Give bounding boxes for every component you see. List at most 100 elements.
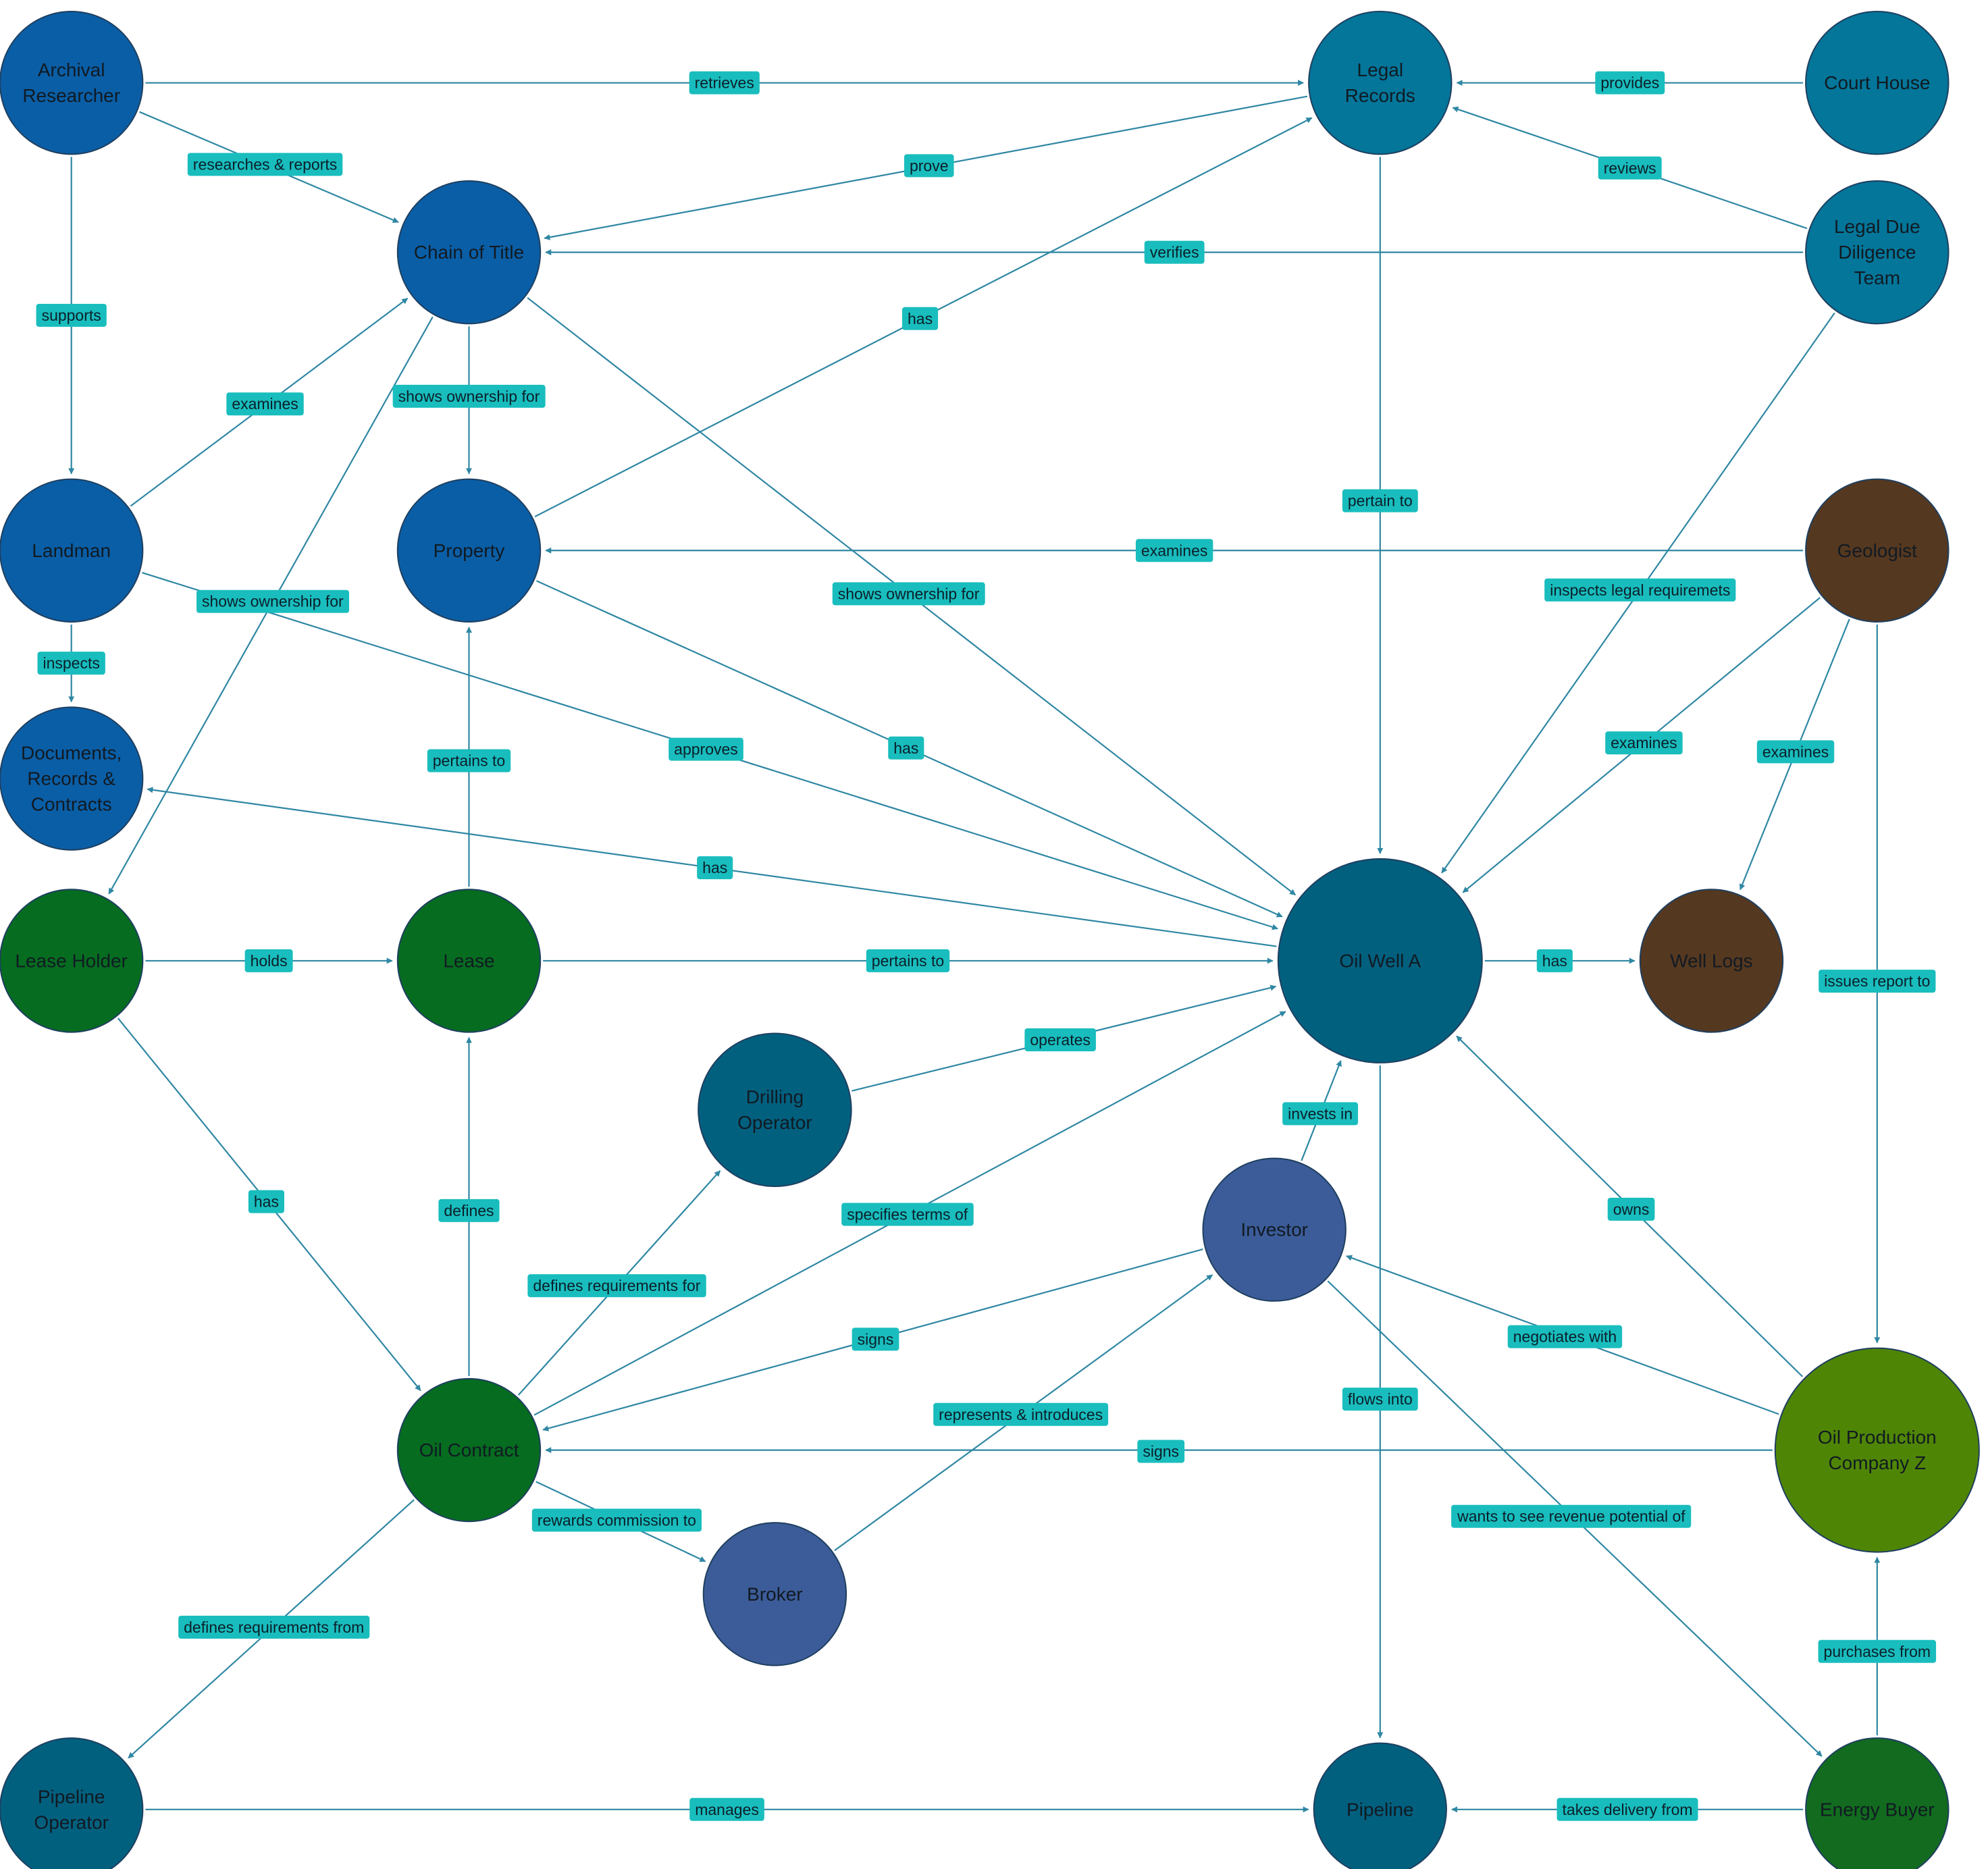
edge-label-has: has (1536, 949, 1573, 972)
edge-label-shows-ownership-for: shows ownership for (392, 384, 546, 408)
edge-label-text: owns (1613, 1201, 1650, 1218)
node-circle (1805, 180, 1950, 325)
edge-label-text: verifies (1150, 244, 1199, 261)
edge-label-holds: holds (244, 949, 293, 972)
node-label: Documents, (21, 743, 122, 764)
edge-label-background (392, 384, 546, 408)
node-lease-holder: Lease Holder (0, 889, 144, 1033)
edge-label-background (697, 856, 733, 880)
edge-label-background (1557, 1797, 1698, 1821)
edge-label-background (1144, 240, 1205, 264)
edge-label-text: invests in (1288, 1105, 1353, 1122)
node-circle (698, 1032, 852, 1187)
node-circle (396, 1377, 542, 1523)
edge-label-has: has (901, 307, 939, 330)
edge-label-background (901, 307, 939, 330)
node-circle (1774, 1347, 1980, 1553)
edge-label-inspects: inspects (37, 652, 105, 675)
edge-label-text: examines (1141, 542, 1207, 559)
edge-label-background (1598, 156, 1662, 180)
node-chain: Chain of Title (396, 180, 542, 325)
edge-label-text: approves (674, 741, 738, 758)
edge-label-has: has (248, 1190, 284, 1213)
edge-label-reviews: reviews (1598, 156, 1662, 180)
edge-label-owns: owns (1607, 1197, 1655, 1221)
node-label: Team (1854, 267, 1900, 288)
node-circle (0, 478, 144, 623)
edge-label-pertain-to: pertain to (1342, 489, 1418, 512)
node-label: Records (1345, 85, 1415, 106)
edge-label-background (36, 303, 107, 327)
node-label: Investor (1240, 1219, 1308, 1240)
edge-label-text: signs (858, 1330, 894, 1348)
edge-label-text: examines (1611, 734, 1677, 752)
node-label: Pipeline (38, 1786, 105, 1807)
node-label: Archival (38, 59, 105, 80)
edge-label-background (1282, 1102, 1359, 1126)
edge-label-background (1605, 731, 1683, 755)
node-circle (0, 1737, 144, 1869)
node-label: Energy Buyer (1820, 1799, 1935, 1820)
node-court-house: Court House (1805, 10, 1950, 155)
edge-label-background (197, 589, 350, 613)
node-circle (1277, 858, 1483, 1063)
edge-label-pertains-to: pertains to (427, 749, 511, 772)
edge-label-text: prove (910, 157, 949, 174)
node-label: Legal (1357, 59, 1404, 80)
node-circle (0, 11, 144, 155)
edge-label-background (226, 392, 304, 416)
edge-label-background (689, 71, 760, 95)
edge-label-prove: prove (904, 154, 954, 178)
edge-label-defines: defines (438, 1199, 500, 1222)
edge-label-takes-delivery-from: takes delivery from (1557, 1797, 1698, 1821)
edge-label-specifies-terms-of: specifies terms of (841, 1203, 974, 1226)
edge-label-background (832, 582, 985, 606)
node-circle (1639, 889, 1784, 1033)
node-geologist: Geologist (1805, 478, 1950, 623)
edge-label-background (178, 1615, 370, 1639)
node-circle (1805, 478, 1950, 623)
node-label: Well Logs (1670, 950, 1752, 971)
edge-label-text: shows ownership for (398, 388, 540, 405)
edge-label-shows-ownership-for: shows ownership for (197, 589, 350, 613)
edge-label-text: has (702, 859, 727, 876)
edge-label-flows-into: flows into (1342, 1388, 1418, 1411)
node-label: Landman (32, 540, 111, 561)
node-circle (1805, 10, 1950, 155)
edge-label-inspects-legal-requiremets: inspects legal requiremets (1544, 578, 1736, 602)
node-label: Property (434, 540, 505, 561)
edge-label-examines: examines (1605, 731, 1683, 755)
node-label: Broker (747, 1583, 802, 1604)
edge-label-text: holds (251, 952, 288, 970)
edge-label-text: signs (1143, 1442, 1179, 1460)
node-circle (1313, 1742, 1447, 1869)
edge-label-background (438, 1199, 500, 1222)
edge-label-background (1024, 1028, 1096, 1051)
node-label: Legal Due (1834, 216, 1920, 237)
edge-label-has: has (697, 856, 733, 880)
edge-label-text: retrieves (695, 74, 754, 92)
edge-label-background (1756, 740, 1835, 764)
edge-label-purchases-from: purchases from (1818, 1639, 1937, 1663)
edge-label-background (1342, 489, 1418, 512)
node-label: Researcher (22, 85, 120, 106)
edge-label-text: pertains to (872, 952, 944, 970)
edge-label-background (1507, 1325, 1623, 1348)
edge-label-text: purchases from (1824, 1643, 1931, 1660)
edge-label-pertains-to: pertains to (866, 949, 950, 972)
node-label: Contracts (31, 794, 112, 815)
edge-label-researches-reports: researches & reports (187, 153, 343, 176)
edge-label-approves: approves (669, 737, 743, 761)
node-lease: Lease (396, 889, 542, 1033)
edge-label-text: reviews (1604, 159, 1656, 177)
node-circle (396, 889, 542, 1033)
edge-label-examines: examines (1756, 740, 1835, 764)
